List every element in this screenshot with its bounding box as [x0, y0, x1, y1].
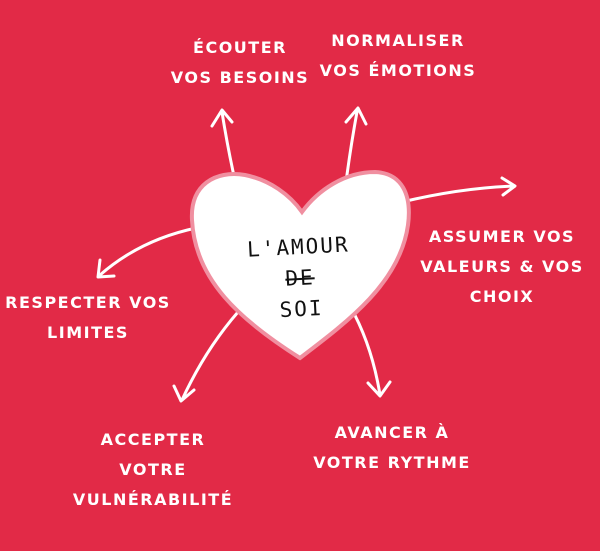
label-normaliser: NORMALISER VOS ÉMOTIONS [320, 26, 477, 86]
arrow-accepter [172, 310, 240, 403]
label-respecter: RESPECTER VOS LIMITES [5, 288, 171, 348]
heart-shape [189, 169, 411, 361]
label-line: NORMALISER [331, 31, 465, 50]
label-line: LIMITES [47, 323, 129, 342]
label-line: VOTRE [119, 460, 187, 479]
label-line: VOS ÉMOTIONS [319, 61, 477, 80]
label-line: VOTRE RYTHME [313, 453, 471, 472]
label-line: AVANCER À [334, 423, 450, 442]
label-avancer: AVANCER À VOTRE RYTHME [313, 418, 471, 478]
label-line: ÉCOUTER [193, 38, 287, 57]
label-line: VOS BESOINS [170, 68, 310, 87]
arrow-assumer [400, 176, 517, 204]
label-assumer: ASSUMER VOS VALEURS & VOS CHOIX [420, 222, 583, 312]
label-line: RESPECTER VOS [5, 293, 171, 312]
label-line: ASSUMER VOS [428, 227, 576, 246]
arrow-avancer [348, 304, 392, 398]
heart-line: SOI [279, 295, 325, 323]
label-line: CHOIX [469, 287, 535, 306]
label-line: ACCEPTER [100, 430, 206, 449]
label-ecouter: ÉCOUTER VOS BESOINS [171, 33, 309, 93]
label-accepter: ACCEPTER VOTRE VULNÉRABILITÉ [73, 425, 233, 515]
label-line: VULNÉRABILITÉ [72, 490, 234, 509]
arrow-respecter [96, 226, 198, 279]
heart-line: L'AMOUR [246, 232, 351, 262]
heart-title: L'AMOUR DE SOI [246, 229, 353, 327]
label-line: VALEURS & VOS [420, 257, 584, 276]
